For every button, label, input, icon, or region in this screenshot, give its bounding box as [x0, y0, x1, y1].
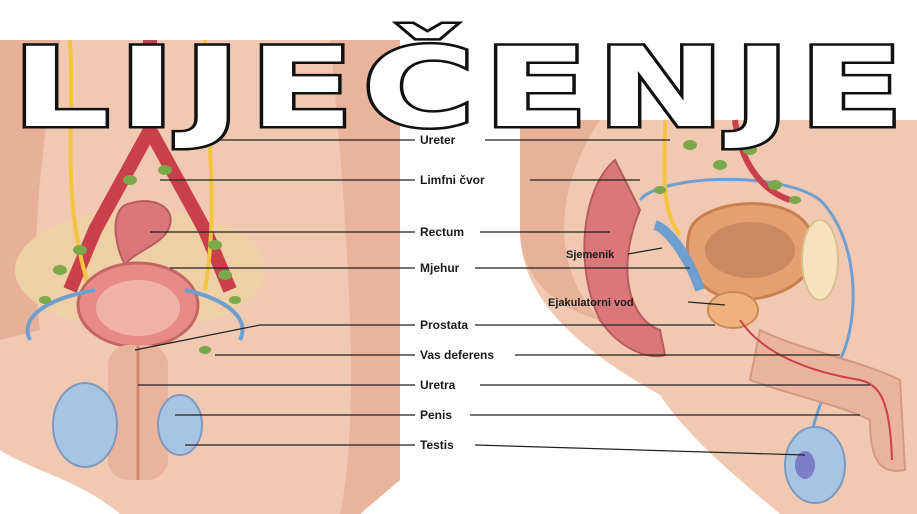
label-prostata: Prostata	[420, 318, 468, 332]
label-uretra: Uretra	[420, 378, 456, 392]
label-mjehur: Mjehur	[420, 261, 460, 275]
bladder-inner	[96, 280, 180, 336]
label-testis: Testis	[420, 438, 454, 452]
bladder-sagittal-inner	[705, 222, 795, 278]
prostate-sagittal	[708, 292, 758, 328]
label-vas-deferens: Vas deferens	[420, 348, 494, 362]
label-ejakulatorni-vod: Ejakulatorni vod	[548, 297, 634, 309]
testis-left	[53, 383, 117, 467]
sagittal-view	[520, 120, 917, 514]
label-limfni-cvor: Limfni čvor	[420, 173, 485, 187]
label-penis: Penis	[420, 408, 452, 422]
label-rectum: Rectum	[420, 225, 464, 239]
testis-right	[158, 395, 202, 455]
label-sjemenik: Sjemenik	[566, 249, 615, 261]
page-title: LIJEČENJE	[12, 24, 912, 152]
pubic-bone	[802, 220, 838, 300]
